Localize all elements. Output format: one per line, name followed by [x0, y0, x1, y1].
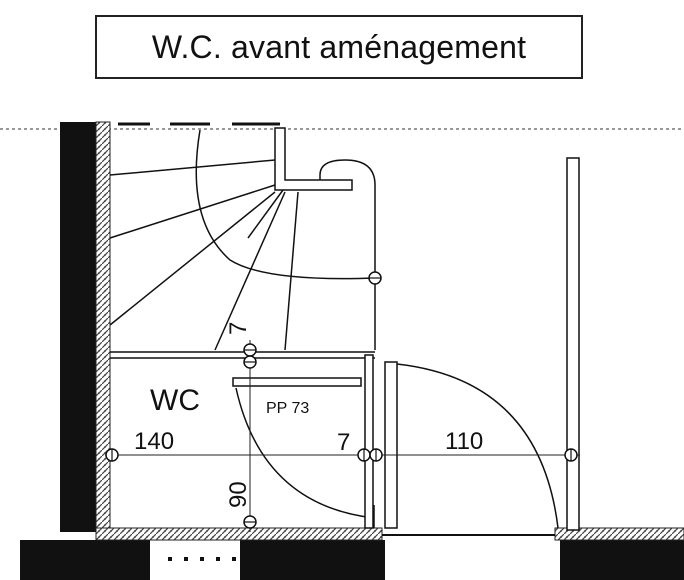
dim-label-140: 140	[134, 428, 174, 455]
base-wall	[20, 540, 684, 580]
diagram-title: W.C. avant aménagement	[151, 28, 527, 65]
dim-label-7-top: 7	[225, 322, 252, 335]
base-opening	[150, 540, 240, 580]
left-wall-hatched	[95, 121, 111, 533]
door-lintel	[232, 377, 362, 387]
room-label: WC	[150, 384, 200, 417]
door-swing-wc	[235, 387, 375, 519]
right-panel	[566, 157, 580, 531]
dim-label-110: 110	[445, 428, 483, 455]
dim-label-7-mid: 7	[337, 429, 350, 456]
title-box: W.C. avant aménagement	[95, 15, 583, 79]
dim-label-90: 90	[225, 481, 252, 508]
floor-hatch-left	[95, 527, 383, 541]
door-swing-right	[396, 363, 559, 529]
door-label: PP 73	[266, 400, 309, 417]
door-leaf-right	[384, 361, 398, 529]
staircase	[109, 127, 376, 359]
left-wall-solid	[60, 122, 96, 532]
partition-wall	[364, 354, 374, 529]
base-dots	[168, 557, 236, 561]
